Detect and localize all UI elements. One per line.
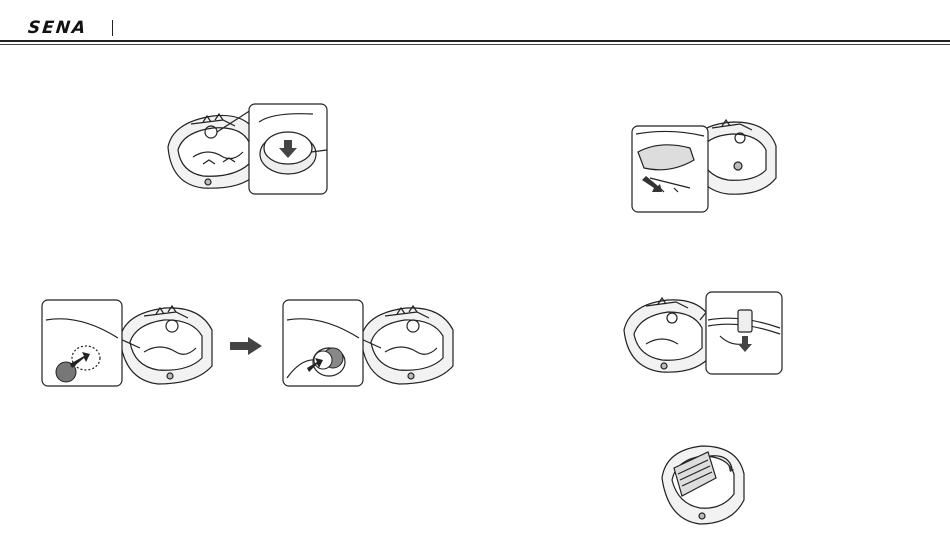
helmet-speaker-remove-illustration — [40, 298, 218, 390]
speaker-pocket-remove-figure — [40, 298, 218, 390]
microphone-install-figure — [630, 118, 780, 214]
cable-clip-figure — [620, 290, 784, 376]
helmet-speaker-pocket-illustration — [163, 102, 331, 196]
helmet-microphone-illustration — [630, 118, 780, 214]
helmet-cable-clip-illustration — [620, 290, 784, 376]
helmet-lining-figure — [658, 438, 748, 528]
header-rule-thin — [0, 44, 950, 45]
speaker-install-step-figure — [163, 102, 331, 196]
speaker-place-figure — [281, 298, 459, 390]
header-rule — [0, 40, 950, 42]
next-step-arrow-icon — [230, 337, 262, 355]
brand-logo: SENA — [27, 18, 88, 38]
helmet-lining-illustration — [658, 438, 748, 528]
helmet-speaker-place-illustration — [281, 298, 459, 390]
page-header: SENA — [0, 0, 950, 48]
header-separator — [112, 20, 113, 36]
